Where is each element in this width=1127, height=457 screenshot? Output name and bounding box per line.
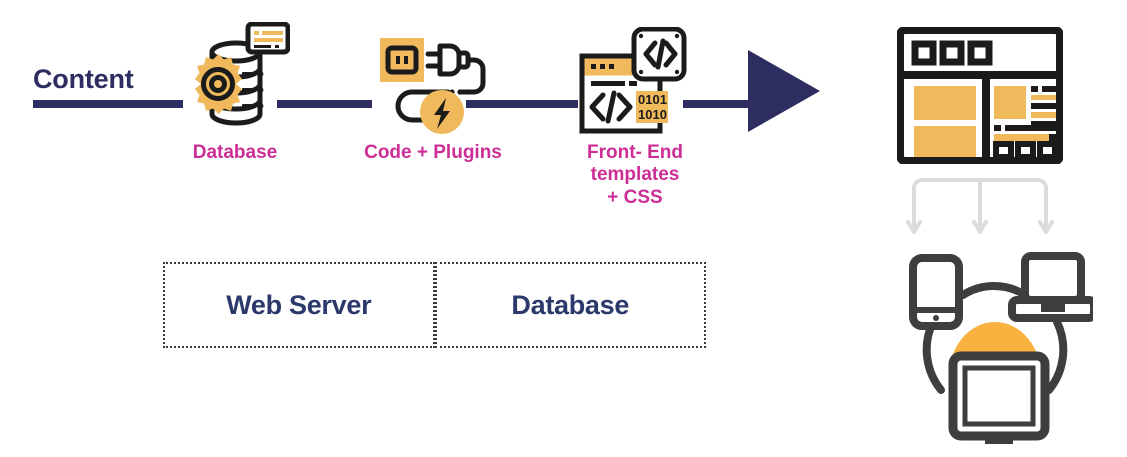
content-start-label: Content <box>33 64 134 94</box>
multi-device-icon <box>897 248 1093 444</box>
caption-frontend: Front- End templates + CSS <box>586 142 684 208</box>
tier-label-database: Database <box>511 289 630 320</box>
flow-line-segment-1 <box>33 100 183 108</box>
tier-box-database[interactable]: Database <box>434 262 706 348</box>
arrow-right-icon <box>748 50 820 132</box>
tier-box-web-server[interactable]: Web Server <box>163 262 435 348</box>
code-window-icon: 0101 1010 <box>578 27 688 135</box>
tier-label-web-server: Web Server <box>226 289 372 320</box>
caption-database: Database <box>192 142 278 163</box>
caption-code-plugins: Code + Plugins <box>364 142 502 163</box>
svg-text:1010: 1010 <box>638 107 667 122</box>
database-gear-icon <box>172 22 290 140</box>
flow-line-segment-3 <box>466 100 578 108</box>
flow-line-segment-2 <box>277 100 372 108</box>
flow-line-segment-4 <box>683 100 758 108</box>
svg-text:0101: 0101 <box>638 92 667 107</box>
infrastructure-tiers: Web Server Database <box>163 262 706 348</box>
browser-layout-icon <box>897 27 1063 164</box>
plug-socket-icon <box>376 36 488 138</box>
three-way-arrow-icon <box>900 172 1060 244</box>
